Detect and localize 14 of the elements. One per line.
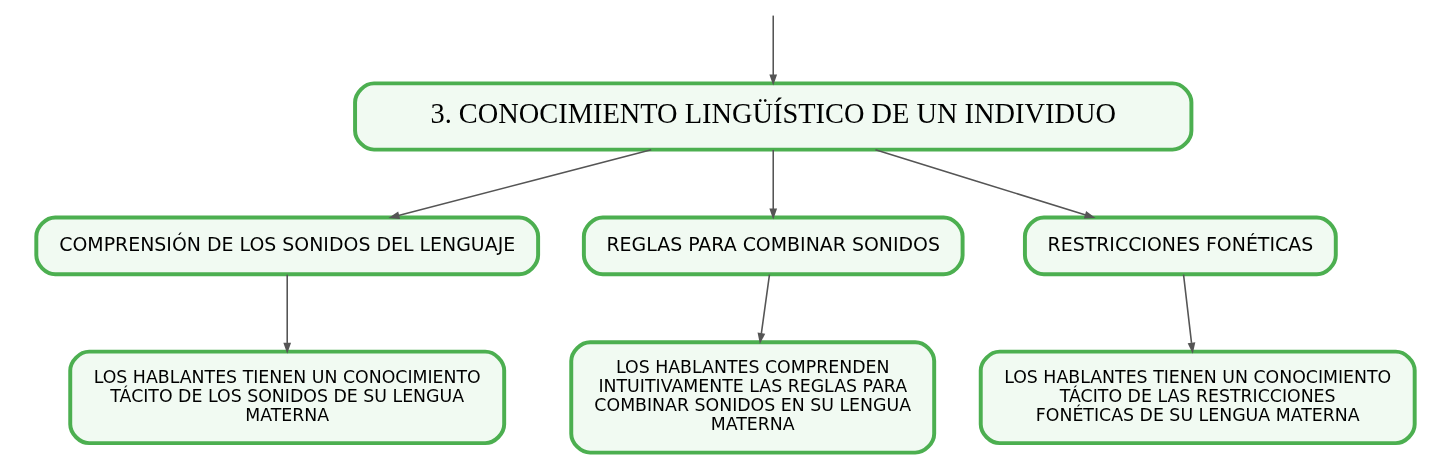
node-box: COMPRENSIÓN DE LOS SONIDOS DEL LENGUAJE: [34, 215, 541, 277]
arrow: [388, 149, 652, 219]
arrow: [769, 149, 778, 220]
arrow: [1182, 273, 1196, 354]
node-box: RESTRICCIONES FONÉTICAS: [1022, 215, 1338, 277]
node-box: REGLAS PARA COMBINAR SONIDOS: [581, 215, 965, 277]
node-box: LOS HABLANTES TIENEN UN CONOCIMIENTO TÁCITO DE LOS SONIDOS DE SU LENGUA MATERNA: [68, 349, 507, 446]
arrow: [769, 14, 778, 86]
node-box: 3. CONOCIMIENTO LINGÜÍSTICO DE UN INDIVIDUO: [353, 81, 1194, 152]
arrow: [874, 149, 1096, 219]
node-box: LOS HABLANTES COMPRENDEN INTUITIVAMENTE LAS REGLAS PARA COMBINAR SONIDOS EN SU LENGUA MATERNA: [569, 340, 937, 455]
arrow: [283, 273, 292, 354]
node-box: LOS HABLANTES TIENEN UN CONOCIMIENTO TÁCITO DE LAS RESTRICCIONES FONÉTICAS DE SU LENGUA MATERNA: [978, 349, 1417, 446]
arrow: [757, 273, 771, 345]
